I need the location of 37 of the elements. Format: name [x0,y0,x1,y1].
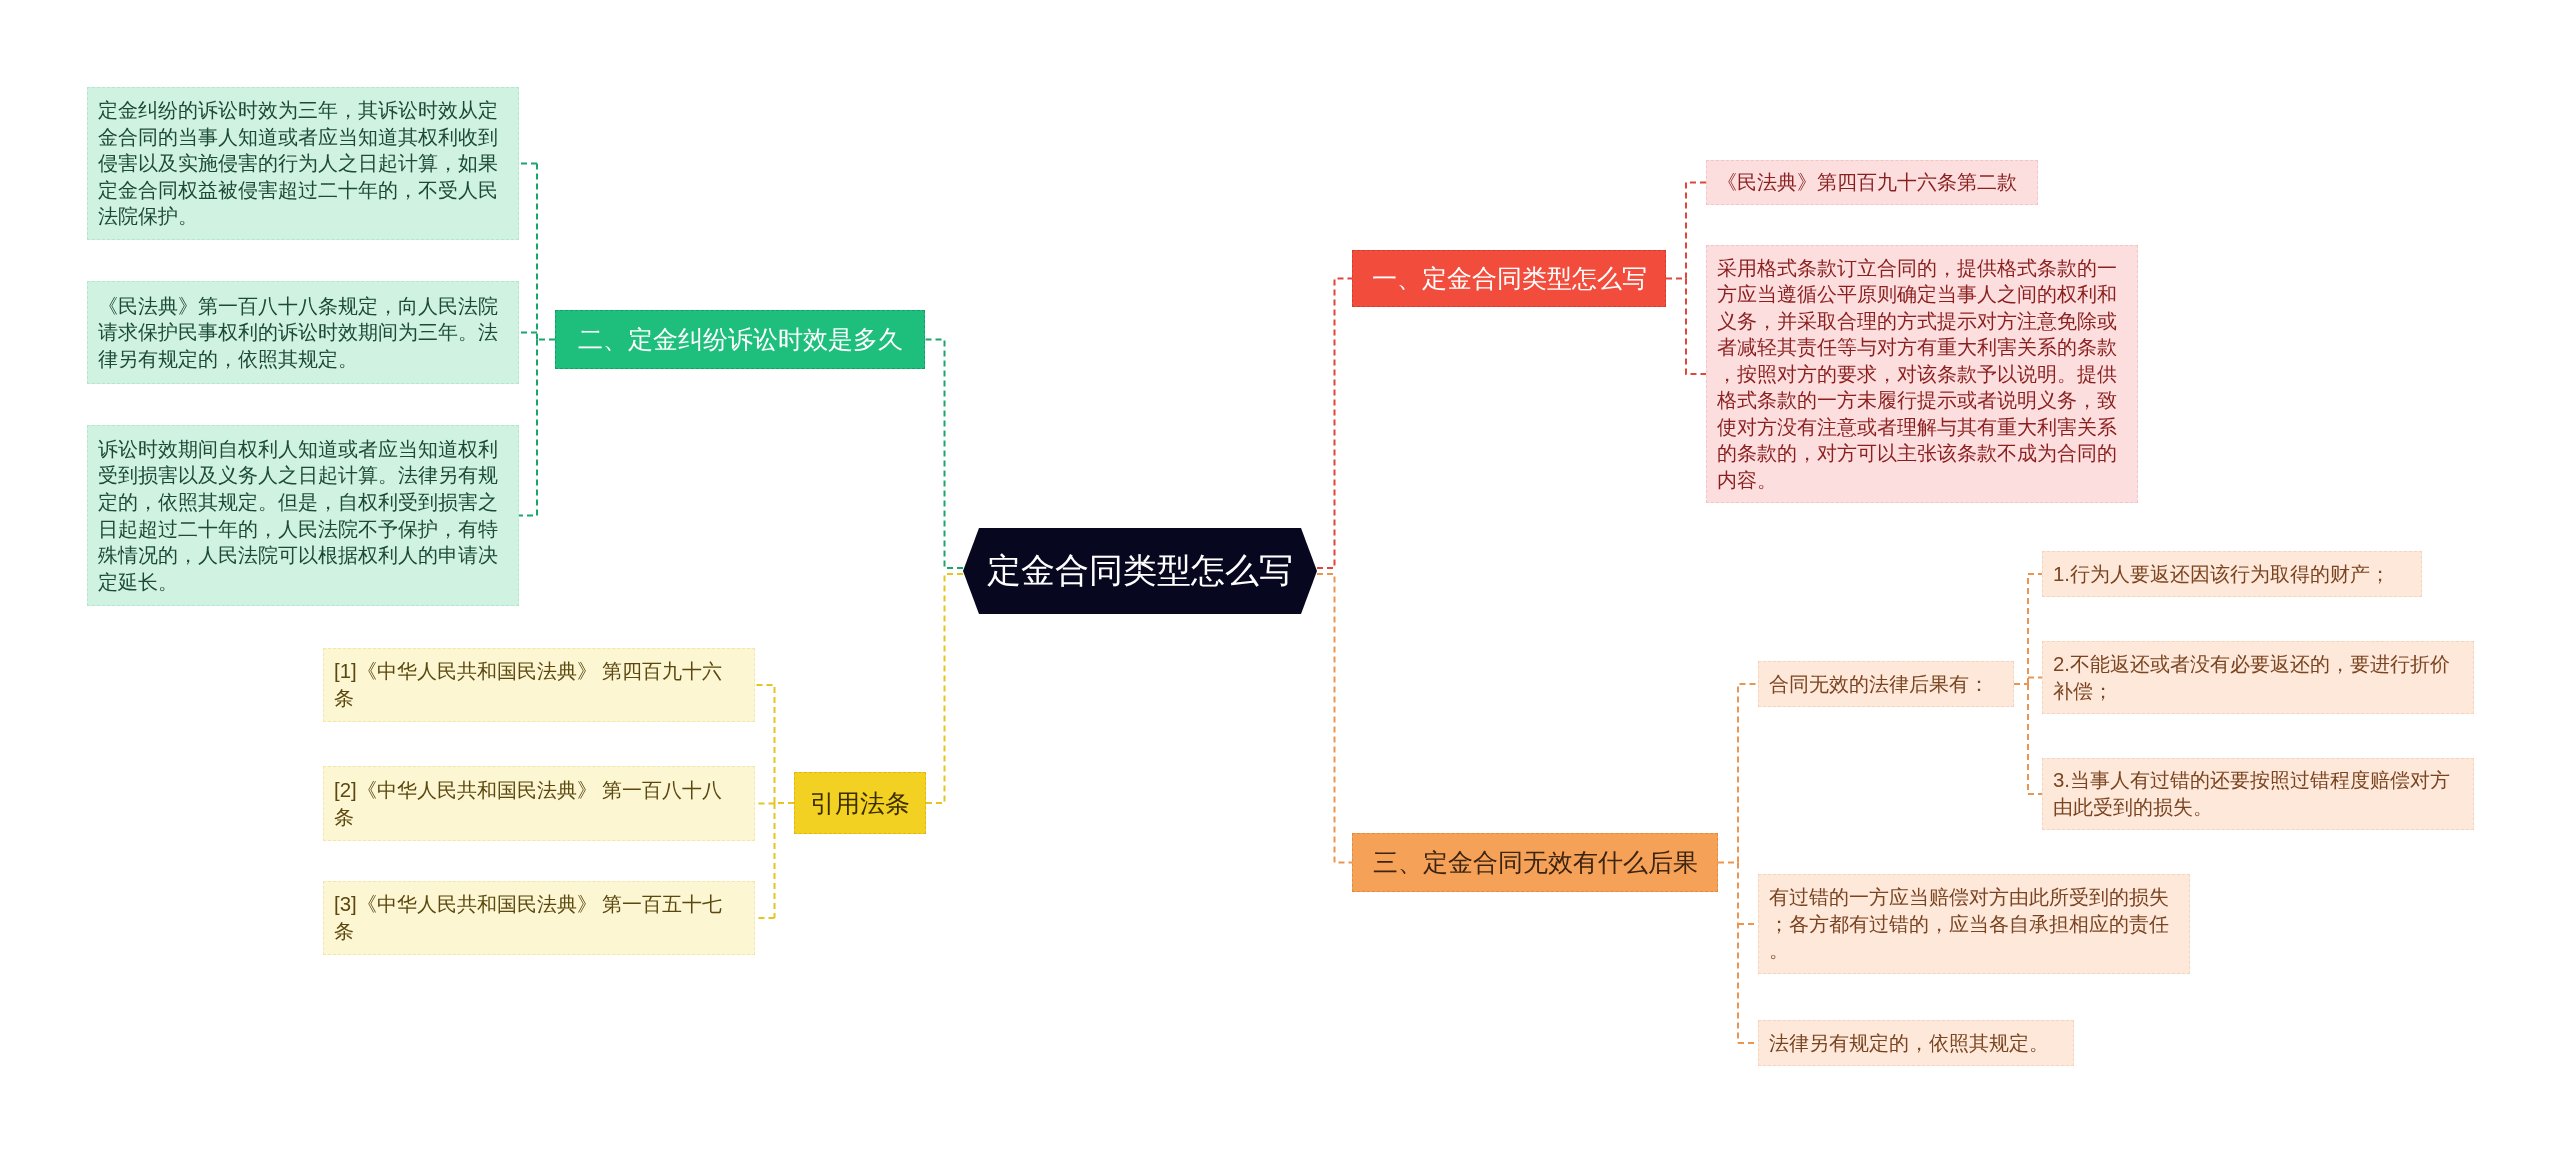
connector-line [773,802,776,919]
connector-line [536,338,556,341]
branch-topic: 引用法条 [794,772,926,834]
subtopic-card: 《民法典》第四百九十六条第二款 [1706,160,2038,205]
branch-topic: 三、定金合同无效有什么后果 [1352,833,1718,892]
connector-line [1737,683,1759,864]
subtopic-card: 采用格式条款订立合同的，提供格式条款的一方应当遵循公平原则确定当事人之间的权利和义务，并采取合理的方式提示对方注意免除或者减轻其责任等与对方有重大利害关系的条款，按照对方的要求，对该条款予以说明。提供格式条款的一方未履行提示或者说明义务，致使对方没有注意或者理解与其有重大利害关系的条款的，对方可以主张该条款不成为合同的内容。 [1706,245,2138,503]
connector-line [1685,181,1707,280]
connector-line [536,162,538,341]
subtopic-card: 2.不能返还或者没有必要返还的，要进行折价补偿； [2042,641,2474,714]
subtopic-card: 合同无效的法律后果有： [1758,661,2014,707]
connector-line [924,338,964,569]
subtopic-card: [2]《中华人民共和国民法典》 第一百八十八条 [323,766,755,841]
connector-line [1316,277,1353,569]
branch-topic: 二、定金纠纷诉讼时效是多久 [555,310,925,369]
connector-line [1685,277,1707,375]
connector-line [2027,676,2043,679]
connector-line [518,162,538,165]
subtopic-card: 法律另有规定的，依照其规定。 [1758,1020,2074,1066]
branch-topic: 一、定金合同类型怎么写 [1352,250,1666,307]
subtopic-card: 诉讼时效期间自权利人知道或者应当知道权利受到损害以及义务人之日起计算。法律另有规定的，依照其规定。但是，自权利受到损害之日起超过二十年的，人民法院不予保护，有特殊情况的，人民法院可以根据权利人的申请决定延长。 [87,425,519,606]
subtopic-card: 1.行为人要返还因该行为取得的财产； [2042,551,2422,597]
connector-line [754,684,776,804]
connector-line [925,573,964,804]
connector-line [2027,573,2043,575]
subtopic-card: 《民法典》第一百八十八条规定，向人民法院请求保护民事权利的诉讼时效期间为三年。法律另有规定的，依照其规定。 [87,281,519,384]
subtopic-card: 3.当事人有过错的还要按照过错程度赔偿对方由此受到的损失。 [2042,758,2474,830]
connector-line [518,338,538,517]
subtopic-card: [1]《中华人民共和国民法典》 第四百九十六条 [323,648,755,722]
connector-line [2013,683,2029,685]
subtopic-card: [3]《中华人民共和国民法典》 第一百五十七条 [323,881,755,955]
subtopic-card: 有过错的一方应当赔偿对方由此所受到的损失；各方都有过错的，应当各自承担相应的责任。 [1758,874,2190,974]
subtopic-card: 定金纠纷的诉讼时效为三年，其诉讼时效从定金合同的当事人知道或者应当知道其权利收到侵害以及实施侵害的行为人之日起计算，如果定金合同权益被侵害超过二十年的，不受人民法院保护。 [87,87,519,240]
connector-line [518,331,538,334]
central-topic: 定金合同类型怎么写 [963,528,1317,614]
connector-line [1316,573,1353,864]
connector-line [2027,683,2043,795]
